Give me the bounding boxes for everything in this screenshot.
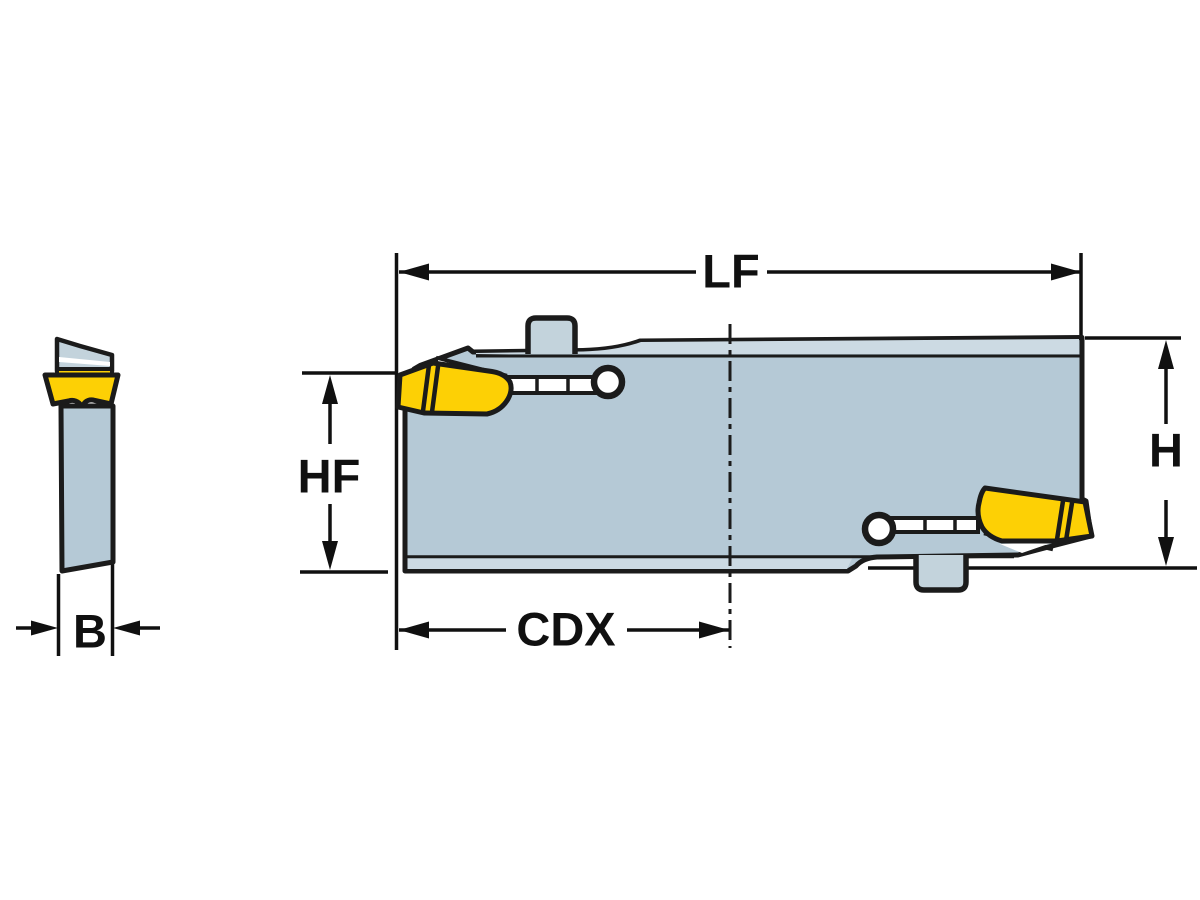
lf-label: LF [702,245,759,298]
h-arrow-down [1158,537,1174,566]
top-screw-boss [525,315,578,354]
side-view-clamp-slit [59,357,110,366]
side-view [42,336,121,574]
dimension-h: H [1149,340,1183,566]
b-label: B [73,605,107,658]
front-screw-hole [590,364,626,400]
insert-front-seam-1 [420,362,432,414]
insert-front-body [395,360,514,417]
insert-front-seam-2 [429,364,441,415]
b-arrow-left [31,620,58,636]
dimension-lf: LF [399,245,1081,298]
dimension-hf: HF [298,375,361,570]
dimension-cdx: CDX [399,603,729,656]
lf-arrow-left [399,263,429,281]
bottom-screw-boss [913,555,969,593]
b-arrow-right [113,620,140,636]
hf-arrow-down [322,541,338,570]
cdx-arrow-right [699,621,729,639]
insert-rear-seam-2 [1063,500,1075,543]
insert-rear [975,485,1095,544]
top-face-band [476,339,1079,354]
cdx-arrow-left [399,621,429,639]
side-view-blade-body [58,403,116,574]
insert-rear-seam-1 [1054,498,1066,542]
side-view-insert [42,372,121,409]
hf-label: HF [298,450,361,503]
bottom-face-band [407,558,852,569]
rear-screw-hole [861,511,897,547]
lf-arrow-right [1051,263,1081,281]
insert-front [395,360,514,417]
dimension-b: B [16,605,160,658]
h-label: H [1149,424,1183,477]
cdx-label: CDX [516,603,615,656]
rear-clamp-relief [1000,542,1054,553]
hf-arrow-up [322,375,338,404]
side-view-clamp-cap [54,336,115,374]
h-arrow-up [1158,340,1174,369]
front-view [395,315,1095,648]
